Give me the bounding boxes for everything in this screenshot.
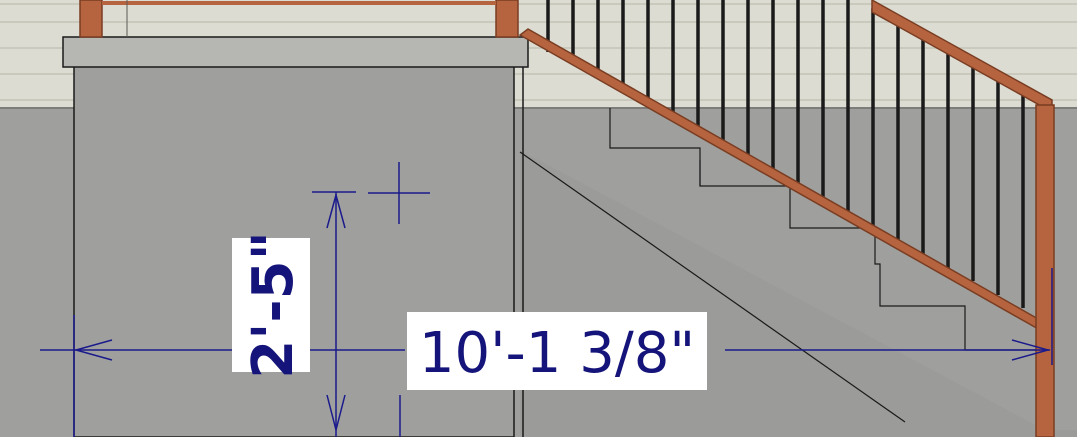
vertical-dimension[interactable] [312, 191, 401, 437]
stair-stringer-line [519, 151, 906, 423]
horizontal-dimension-label-bg [407, 312, 707, 390]
balusters [546, 0, 1025, 308]
crosshair-cursor-icon [368, 162, 430, 224]
end-post [1035, 104, 1055, 437]
top-rail-right-post [495, 0, 519, 38]
horizontal-dimension[interactable] [40, 268, 1053, 437]
vertical-dimension-label-bg [232, 238, 310, 372]
horizontal-dimension-label[interactable]: 10'-1 3/8" [419, 321, 695, 386]
pier-cap [62, 36, 529, 68]
top-rail-left-post [79, 0, 103, 38]
vertical-dimension-label[interactable]: 2'-5" [241, 231, 306, 379]
